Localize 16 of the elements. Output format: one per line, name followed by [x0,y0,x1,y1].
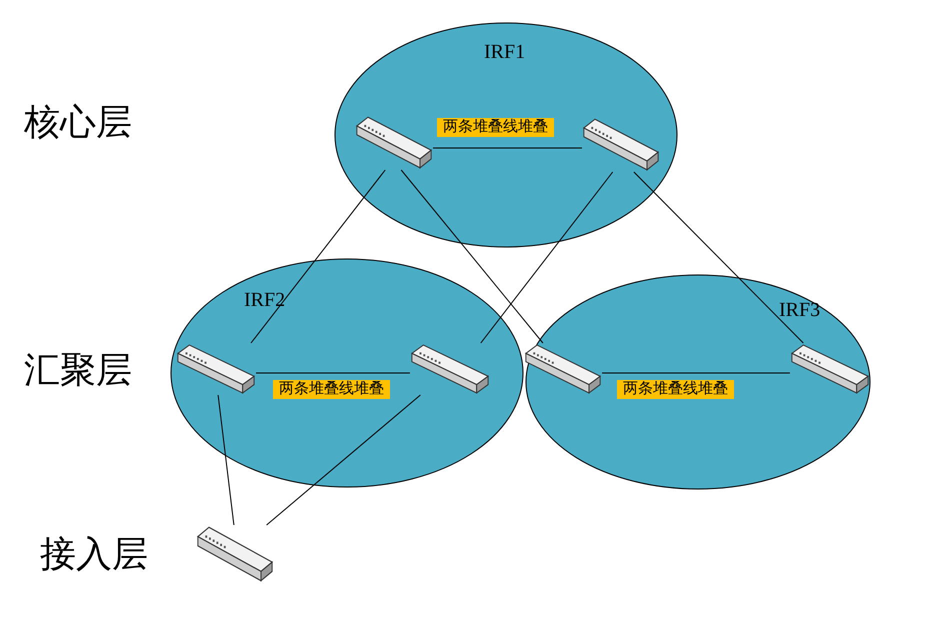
group-name: IRF2 [244,290,286,310]
layer-label: 汇聚层 [24,352,132,388]
connector-line [480,172,614,344]
connector-line [266,394,421,526]
group-name: IRF1 [484,42,526,62]
layer-label: 核心层 [24,104,132,140]
group-name: IRF3 [779,300,820,320]
connector-line [633,172,804,344]
connector-line [250,170,386,344]
connector-line [218,394,234,526]
edge-label: 两条堆叠线堆叠 [273,380,390,400]
layer-label: 接入层 [40,536,148,572]
connector-line [256,372,410,374]
edge-label: 两条堆叠线堆叠 [617,380,734,400]
edge-label: 两条堆叠线堆叠 [437,118,554,138]
connector-line [602,372,790,374]
